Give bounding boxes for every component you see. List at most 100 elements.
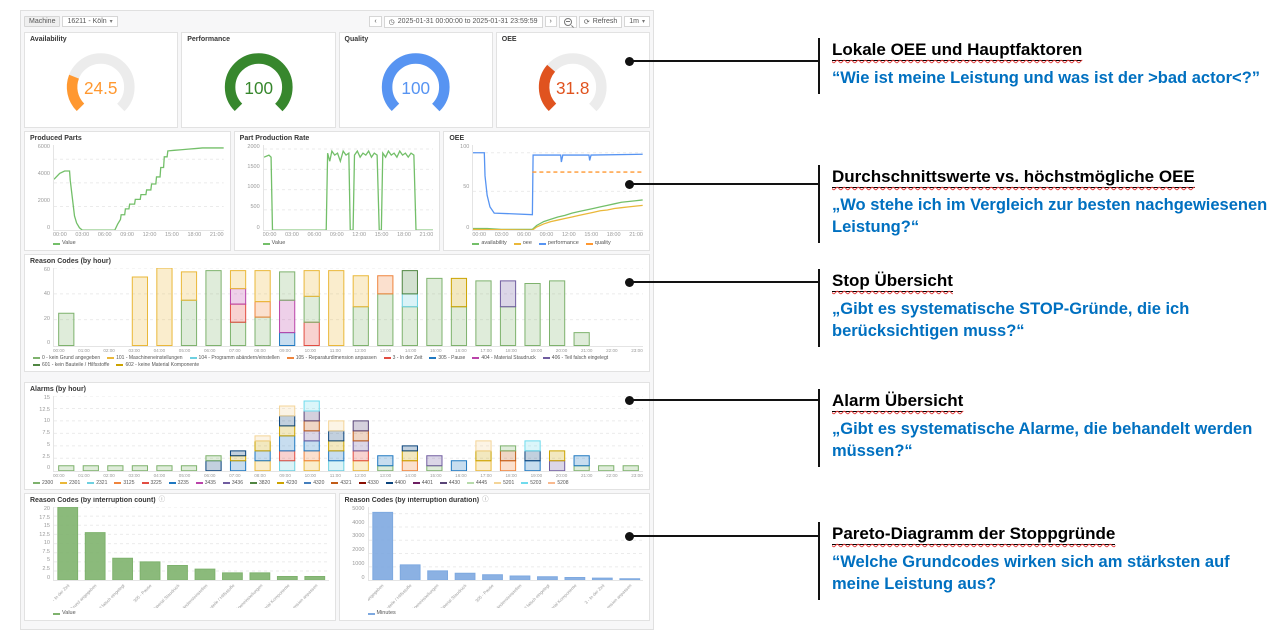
legend-item[interactable]: 4400 — [385, 480, 406, 486]
legend-item[interactable]: 406 - Teil falsch eingelegt — [542, 354, 609, 361]
legend-item[interactable]: 2321 — [87, 480, 107, 486]
legend-item[interactable]: 305 - Pause — [429, 355, 465, 361]
legend-item[interactable]: 5208 — [548, 480, 569, 486]
annotation-title: Alarm Übersicht — [832, 391, 964, 412]
legend-item[interactable]: 3436 — [222, 479, 243, 486]
tick-label: 10 — [43, 540, 50, 547]
tick-label: 00:00 — [262, 232, 277, 239]
legend-item[interactable]: 404 - Material Staudruck — [472, 355, 536, 361]
reason-codes-duration-chart[interactable]: 5000400030002000100000 - kein Grund ange… — [340, 505, 650, 620]
panel-title: Reason Codes (by interruption count) — [30, 497, 156, 504]
legend-item[interactable]: 3125 — [114, 480, 135, 486]
tick-label: 14:00 — [404, 472, 417, 478]
legend-item[interactable]: performance — [538, 240, 579, 247]
tick-label: 23:00 — [631, 347, 643, 353]
legend-swatch — [358, 481, 366, 484]
info-icon[interactable] — [482, 497, 489, 504]
legend-item[interactable]: 4430 — [439, 480, 460, 486]
tick-label: 20 — [43, 315, 50, 322]
legend-label: 406 - Teil falsch eingelegt — [551, 354, 609, 361]
legend-item[interactable]: 4230 — [277, 480, 297, 486]
legend-item[interactable]: availability — [472, 240, 507, 247]
panel-title: Part Production Rate — [239, 135, 310, 142]
legend-item[interactable]: 0 - kein Grund angegeben — [33, 355, 100, 361]
legend-item[interactable]: 4445 — [467, 480, 487, 486]
legend-item[interactable]: 4320 — [304, 480, 324, 486]
zoom-out-button[interactable] — [558, 15, 577, 28]
tick-label: 17.5 — [39, 514, 50, 521]
legend-item[interactable]: 601 - kein Bauteile / Hilfsstoffe — [33, 362, 109, 368]
tick-label: 15:00 — [165, 232, 179, 239]
legend-item[interactable]: 2300 — [33, 480, 53, 486]
legend-swatch — [53, 242, 60, 245]
tick-label: 22:00 — [606, 347, 618, 353]
tick-label: 03:00 — [285, 232, 299, 239]
panel-title: Performance — [187, 36, 231, 43]
legend-label: 3436 — [231, 479, 243, 486]
legend-item[interactable]: 5201 — [494, 480, 514, 486]
legend-label: quality — [594, 240, 611, 247]
connector-line-5 — [625, 531, 818, 541]
legend-item[interactable]: Minutes — [367, 610, 396, 617]
time-controls: ‹ ◷ 2025-01-31 00:00:00 to 2025-01-31 23… — [369, 15, 650, 28]
legend-item[interactable]: 3235 — [168, 480, 189, 486]
legend-item[interactable]: 2301 — [60, 480, 80, 486]
tick-label: 22:00 — [606, 472, 618, 478]
tick-label: 06:00 — [307, 232, 322, 239]
tick-label: 2000 — [247, 144, 260, 150]
legend-item[interactable]: 4330 — [358, 480, 379, 486]
refresh-button[interactable]: ⟳ Refresh — [578, 15, 623, 28]
legend-item[interactable]: 101 - Maschineneinstellungen — [107, 355, 183, 361]
legend-item[interactable]: 3435 — [195, 480, 216, 486]
legend-swatch — [33, 363, 40, 366]
tick-label: 1000 — [247, 184, 260, 191]
legend-item[interactable]: 5203 — [521, 480, 541, 486]
tick-label: 20 — [43, 506, 50, 512]
legend-item[interactable]: Value — [262, 240, 285, 247]
panel-availability: Availability 24.5 — [24, 32, 179, 128]
legend-item[interactable]: 602 - keine Material Komponente — [116, 362, 199, 368]
legend-swatch — [60, 481, 68, 484]
legend-item[interactable]: oee — [513, 240, 532, 247]
tick-label: 18:00 — [606, 232, 621, 239]
tick-label: 18:00 — [505, 472, 517, 478]
pareto-row: Reason Codes (by interruption count) 20 1… — [24, 493, 650, 621]
time-shift-back-button[interactable]: ‹ — [369, 16, 382, 27]
refresh-interval-select[interactable]: 1m ▾ — [624, 16, 650, 27]
tick-label: 4000 — [37, 170, 50, 177]
legend-item[interactable]: 105 - Reparaturdimension anpassen — [286, 355, 377, 361]
machine-select[interactable]: 16211 - Köln ▾ — [62, 16, 118, 27]
legend-item[interactable]: 3 - In der Zeit — [383, 355, 422, 361]
legend-item[interactable]: 3225 — [141, 480, 162, 486]
legend-item[interactable]: Value — [53, 240, 76, 247]
tick-label: 06:00 — [97, 232, 112, 239]
tick-label: 305 - Pause — [132, 583, 153, 604]
legend-item[interactable]: Value — [53, 610, 76, 617]
tick-label: 11:00 — [329, 347, 341, 353]
tick-label: 21:00 — [580, 347, 593, 353]
info-icon[interactable] — [159, 497, 166, 504]
legend-item[interactable]: 4321 — [331, 480, 352, 486]
tick-label: 3000 — [352, 533, 365, 540]
legend-item[interactable]: 104 - Programm abändern/einstellen — [189, 355, 280, 361]
time-shift-forward-button[interactable]: › — [544, 16, 557, 27]
time-range-picker[interactable]: ◷ 2025-01-31 00:00:00 to 2025-01-31 23:5… — [383, 15, 543, 28]
legend-item[interactable]: 4401 — [412, 480, 433, 486]
machine-select-value: 16211 - Köln — [67, 18, 107, 25]
legend-item[interactable]: quality — [585, 240, 611, 247]
tick-label: 21:00 — [629, 232, 643, 239]
legend-item[interactable]: 3820 — [250, 480, 270, 486]
annotation-title: Lokale OEE und Hauptfaktoren — [832, 40, 1083, 61]
tick-label: 12:00 — [354, 472, 367, 478]
tick-label: 05:00 — [178, 347, 191, 353]
